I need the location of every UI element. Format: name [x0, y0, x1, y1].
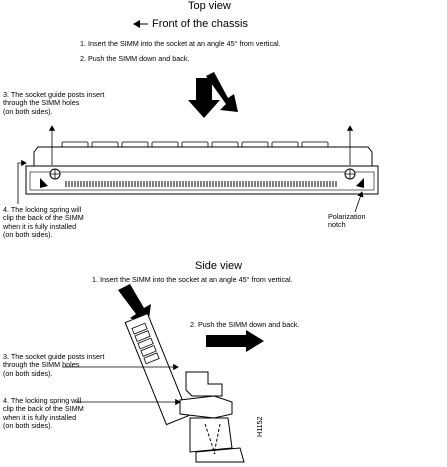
side-view-title: Side view [195, 260, 243, 272]
simm-module-top [33, 146, 373, 169]
step4-leader [17, 159, 27, 204]
side-step-3-text: 3. The socket guide posts insert through… [3, 352, 105, 378]
simm-module-side [124, 312, 190, 426]
right-guide-post [344, 168, 364, 188]
notch-leader [354, 191, 364, 213]
side-step-4-text: 4. The locking spring will clip the back… [3, 396, 84, 431]
side-step-1-text: 1. Insert the SIMM into the socket at an… [92, 275, 293, 284]
simm-socket-top [25, 165, 379, 195]
simm-socket-side [179, 371, 245, 463]
top-step-2-text: 2. Push the SIMM down and back. [80, 54, 190, 63]
side-push-arrow [206, 330, 264, 352]
front-of-chassis-label: Front of the chassis [152, 18, 248, 30]
side-step-2-text: 2. Push the SIMM down and back. [190, 320, 300, 329]
polarization-notch-label: Polarization notch [328, 212, 366, 230]
top-step-3-text: 3. The socket guide posts insert through… [3, 90, 105, 116]
top-step-4-text: 4. The locking spring will clip the back… [3, 205, 84, 240]
insert-down-arrow [188, 78, 220, 118]
top-step-1-text: 1. Insert the SIMM into the socket at an… [80, 39, 281, 48]
simm-top-tabs [61, 141, 329, 148]
top-view-title: Top view [188, 0, 231, 12]
push-back-arrow [206, 72, 238, 112]
left-guide-post [40, 168, 61, 188]
